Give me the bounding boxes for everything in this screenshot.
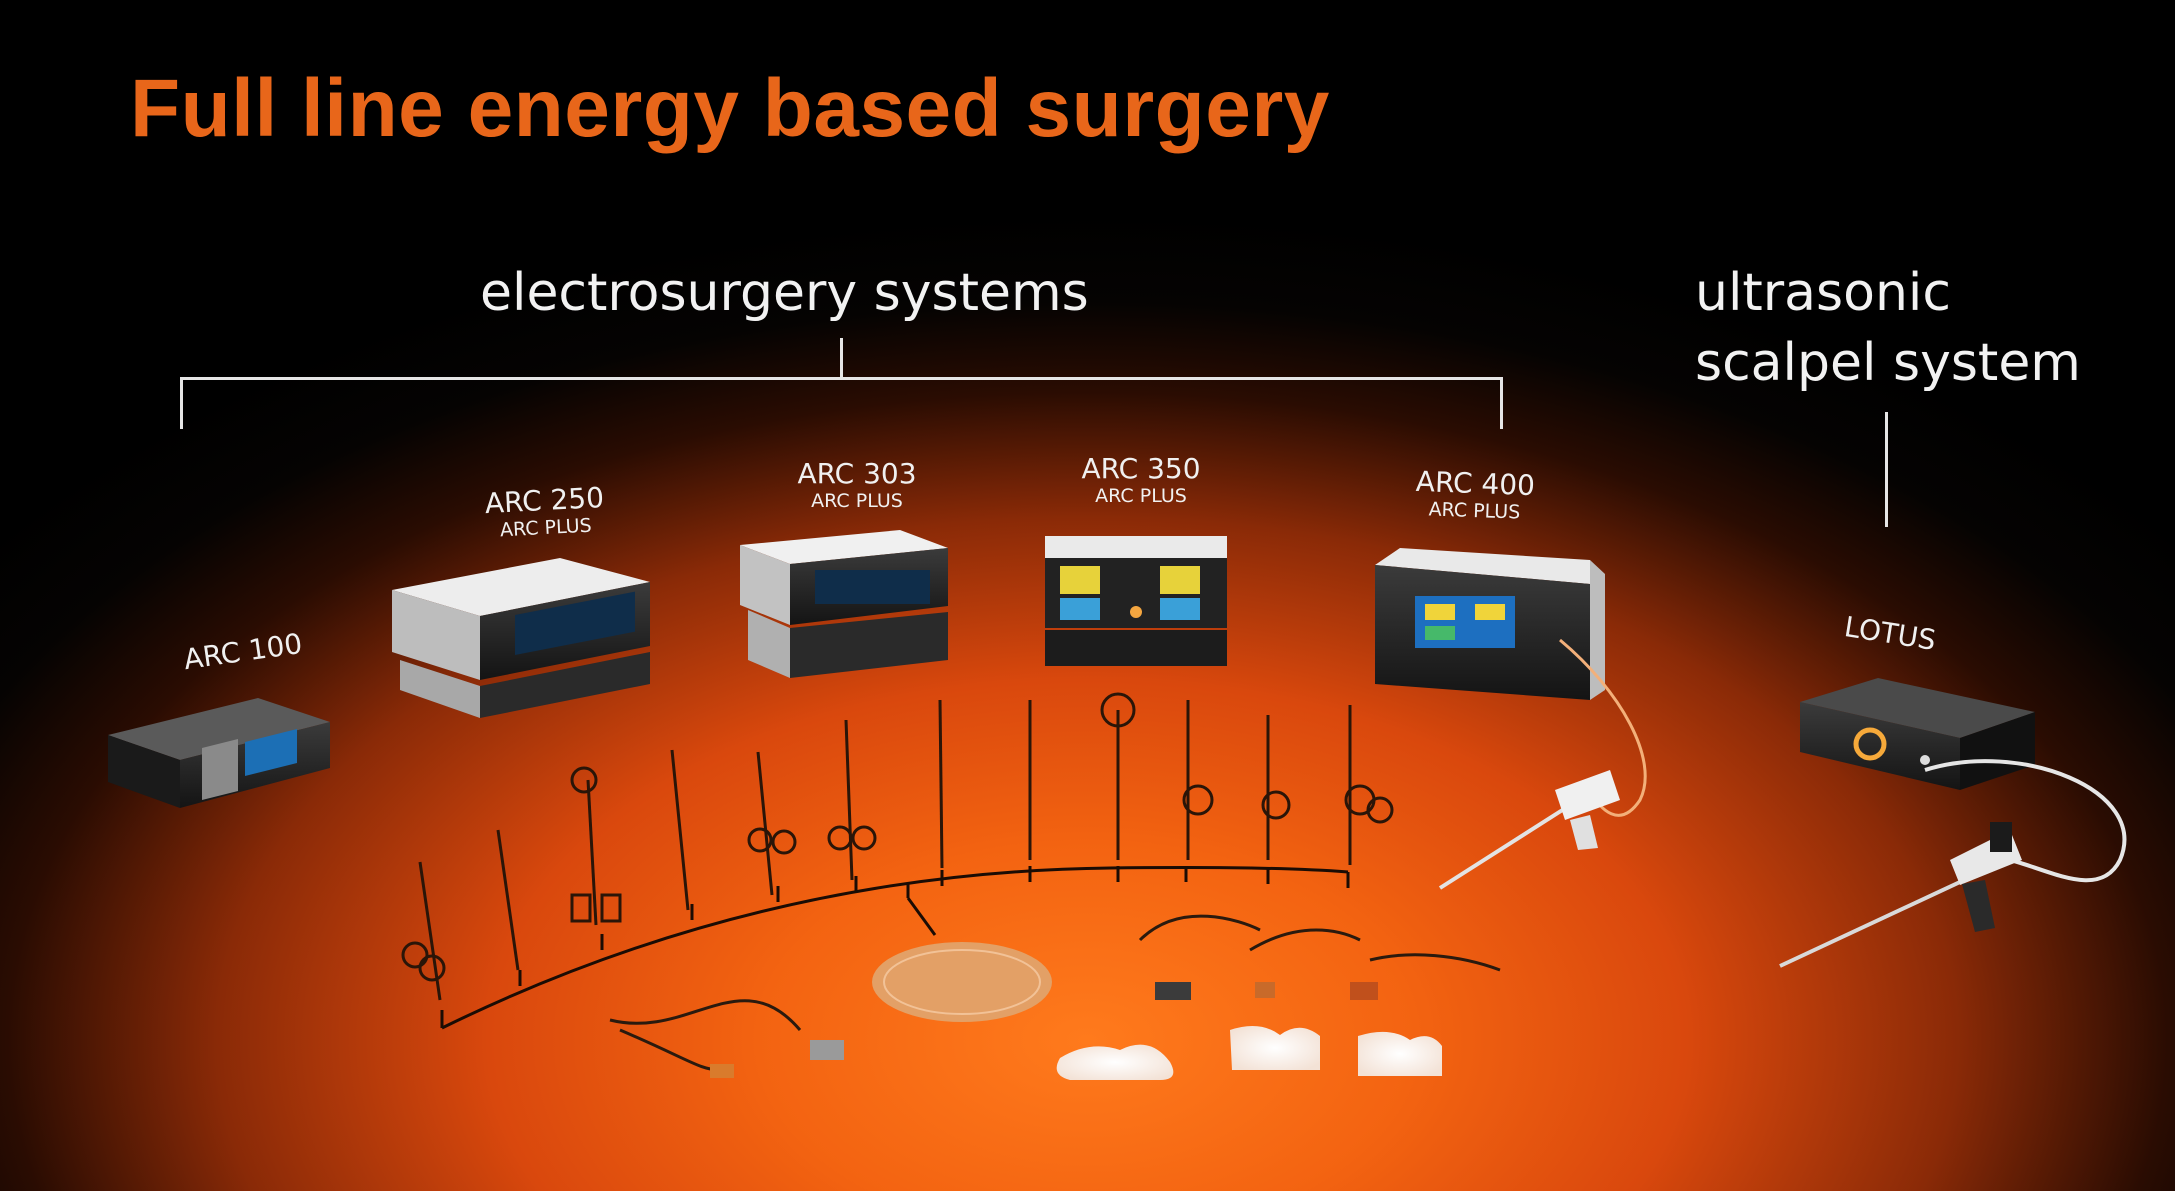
arc-400-handpiece xyxy=(1438,638,1647,890)
ultrasonic-bracket xyxy=(1885,412,1888,527)
ultrasonic-label-line2: scalpel system xyxy=(1695,333,2081,393)
device-label-arc-303: ARC 303 ARC PLUS xyxy=(797,457,917,513)
instrument-arc xyxy=(440,866,1350,1030)
arc-303-generator xyxy=(740,530,948,678)
arc-400-generator xyxy=(1375,548,1605,700)
lotus-handpiece xyxy=(1779,759,2127,968)
arc-100-generator xyxy=(108,698,330,808)
slide-title: Full line energy based surgery xyxy=(130,63,1330,154)
lotus-generator xyxy=(1800,678,2035,790)
arc-250-generator xyxy=(392,558,650,718)
surgical-instruments xyxy=(401,692,1394,1001)
arc-350-generator xyxy=(1045,536,1227,666)
accessories xyxy=(609,914,1501,1080)
ultrasonic-label-line1: ultrasonic xyxy=(1695,263,1951,323)
device-label-arc-350: ARC 350 ARC PLUS xyxy=(1081,452,1201,508)
electrosurgery-label: electrosurgery systems xyxy=(480,263,1089,323)
